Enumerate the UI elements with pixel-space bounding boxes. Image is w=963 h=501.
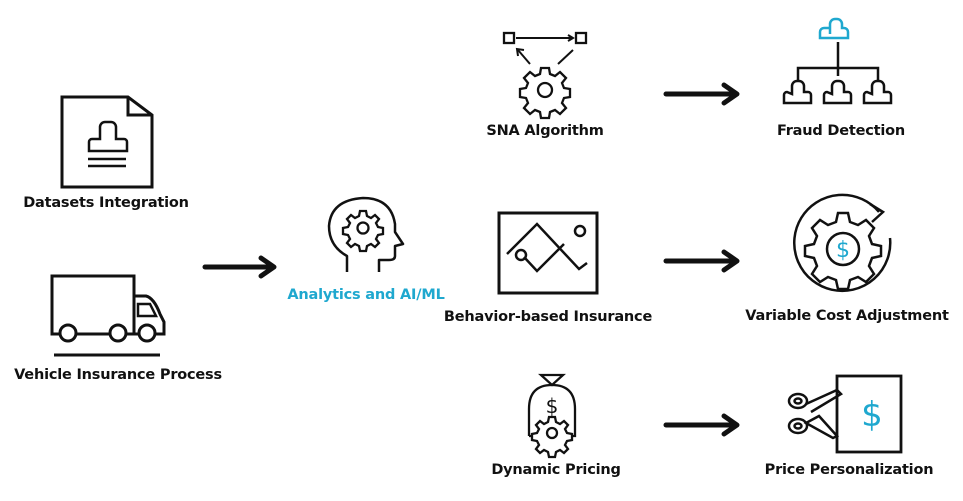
arrow-dynamic-to-price-personalization xyxy=(663,413,740,437)
svg-text:$: $ xyxy=(546,394,559,418)
truck-icon xyxy=(50,274,166,357)
node-label-sna-algorithm: SNA Algorithm xyxy=(486,123,604,139)
svg-text:$: $ xyxy=(836,238,850,263)
svg-text:$: $ xyxy=(861,395,883,435)
node-label-dynamic-pricing: Dynamic Pricing xyxy=(491,462,621,478)
document-stamp-icon xyxy=(60,95,154,189)
gear-network-icon xyxy=(502,31,588,120)
node-label-price-personalization: Price Personalization xyxy=(764,462,934,478)
arrow-to-analytics xyxy=(202,255,277,279)
node-label-fraud-detection: Fraud Detection xyxy=(776,123,906,139)
node-label-analytics-ai-ml: Analytics and AI/ML xyxy=(287,287,445,303)
money-bag-gear-icon: $ xyxy=(527,373,577,459)
arrow-behavior-to-variable-cost xyxy=(663,249,740,273)
node-label-vehicle-insurance-process: Vehicle Insurance Process xyxy=(14,367,222,383)
head-gear-icon xyxy=(327,196,405,272)
arrow-sna-to-fraud xyxy=(663,82,740,106)
node-label-variable-cost-adjustment: Variable Cost Adjustment xyxy=(745,308,949,324)
route-chart-icon xyxy=(497,211,599,295)
node-label-datasets-integration: Datasets Integration xyxy=(23,195,189,211)
org-chart-icon xyxy=(782,17,893,105)
node-label-behavior-based-insurance: Behavior-based Insurance xyxy=(443,309,653,325)
dollar-gear-cycle-icon: $ xyxy=(793,193,892,293)
scissors-price-icon: $ xyxy=(787,374,903,454)
